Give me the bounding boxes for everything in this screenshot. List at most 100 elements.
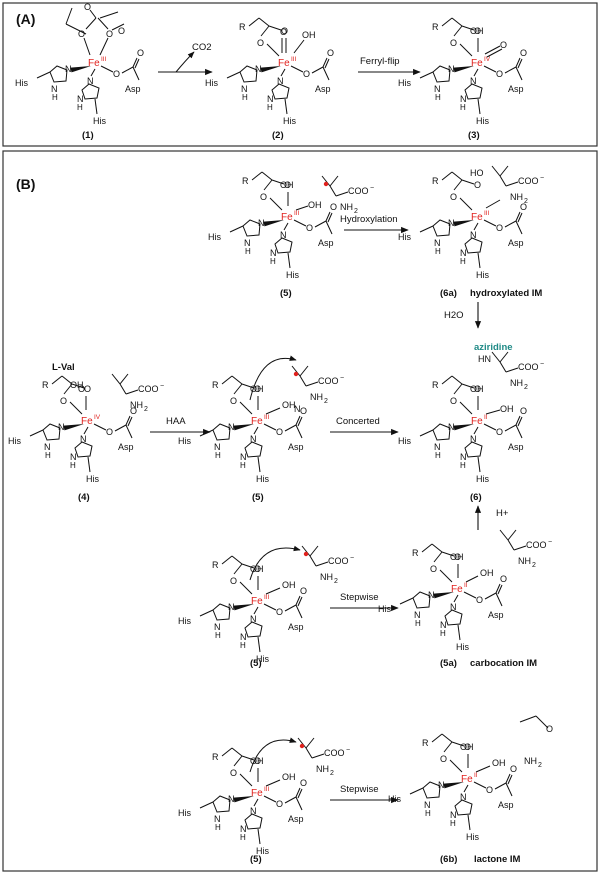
charge-sign: − [540,361,544,368]
bond [419,71,434,79]
oxygen-atom: O [254,384,261,394]
bond [477,98,481,115]
bond [475,765,491,773]
bond [241,563,255,569]
carboxylate-label: COO [138,384,159,394]
hydrogen-atom: H [270,257,276,266]
oxidation-state: IV [484,56,491,63]
bond [253,606,259,615]
his-label: His [476,270,489,280]
compound-5-lactone-label: (5) [250,854,262,865]
hydroxyl-label: HO [470,168,484,178]
bond [535,715,549,729]
charge-sign: − [350,555,354,562]
imidazole-ring [242,219,261,237]
bond [515,66,523,81]
bond [453,383,463,395]
oxygen-atom: O [230,768,237,778]
bond [519,715,537,723]
nitrogen-atom: N [434,238,441,248]
bond [517,212,523,223]
nitrogen-atom: N [280,230,287,240]
nitrogen-atom: N [255,64,262,74]
carboxylate-label: COO [526,540,547,550]
bond [473,781,487,789]
hydroxyl-label: OH [480,568,494,578]
hydrogen-atom: H [415,619,421,628]
imidazole-ring [74,441,93,458]
aziridine-label: aziridine [474,342,513,353]
compound-5-stepwise-label: (5) [250,658,262,669]
his-label: His [456,642,469,652]
bond [451,171,463,181]
nitrogen-atom: N [240,824,247,834]
bond [329,185,337,197]
nitrogen-atom: N [214,814,221,824]
asp-label: Asp [125,84,141,94]
hydrogen-atom: H [425,809,431,818]
bond [295,787,301,798]
water-label: OH [250,756,264,766]
bond [280,68,286,77]
nitrogen-atom: N [250,434,257,444]
imidazole-ring [239,65,258,83]
carboxylate-label: COO [324,748,345,758]
bond [461,383,475,389]
nitrogen-atom: N [241,84,248,94]
hydroxyl-label: OH [282,772,296,782]
imidazole-ring [212,423,231,441]
hydroxylated-im-label: hydroxylated IM [470,288,542,299]
oxygen-atom: O [430,564,437,574]
bond [268,25,282,31]
bond [483,219,497,227]
bond [99,37,109,56]
bond [457,624,461,641]
hydrogen-atom: H [435,93,441,102]
bond [515,211,521,222]
concerted-label: Concerted [336,416,380,427]
hydrogen-atom: H [460,461,466,470]
his-label: His [378,604,391,614]
bond [297,416,303,427]
nitrogen-atom: N [448,218,455,228]
imidazole-ring [81,83,100,100]
hydrogen-atom: H [77,103,83,112]
oxygen-atom: O [306,223,313,233]
compound-2-label: (2) [272,130,284,141]
amine-label: NH [340,202,353,212]
nitrogen-atom: N [250,614,257,624]
bond [499,175,507,187]
oxygen-atom: O [496,427,503,437]
r-group: R [422,738,429,748]
nitrogen-atom: N [440,620,447,630]
oxidation-state: III [264,414,270,421]
his-label: His [178,616,191,626]
r-group: R [242,176,249,186]
nitrogen-atom: N [460,452,467,462]
nitrogen-atom: N [51,84,58,94]
oxygen-atom: O [230,576,237,586]
bond [297,788,303,799]
hydroxyl-label: OH [308,200,322,210]
bond [473,426,479,435]
bond [111,23,125,31]
oxygen-atom: O [284,180,291,190]
bond [284,796,297,804]
nitrogen-atom: N [228,794,235,804]
amine-label: NH [518,556,531,566]
charge-sign: − [346,747,350,754]
carbocation-im-label: carbocation IM [470,658,537,669]
bond [327,212,333,223]
amine-label: NH [510,192,523,202]
bond [221,555,233,565]
bond [231,555,243,565]
electron-push-arrow [249,545,301,581]
asp-label: Asp [288,814,304,824]
bond [461,25,475,31]
bond [241,383,255,389]
bond [265,587,281,595]
bond [229,225,244,233]
panel-a-label: (A) [16,11,35,27]
